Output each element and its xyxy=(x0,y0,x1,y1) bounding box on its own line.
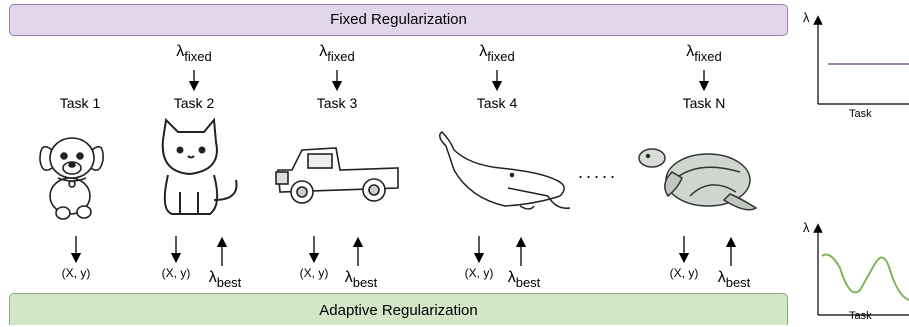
data-label: (X, y) xyxy=(61,266,91,280)
lambda-best-label: λbest xyxy=(344,269,378,291)
cat-icon xyxy=(161,117,238,215)
data-label: (X, y) xyxy=(161,266,191,280)
lambda-best-label: λbest xyxy=(208,269,242,291)
adaptive-lambda-plot xyxy=(813,223,909,316)
adaptive-plot-ylabel: λ xyxy=(803,220,810,235)
data-label: (X, y) xyxy=(299,266,329,280)
lambda-best-label: λbest xyxy=(717,269,751,291)
lambda-fixed-label: λfixed xyxy=(176,43,212,65)
lambda-best-label: λbest xyxy=(507,269,541,291)
data-label: (X, y) xyxy=(464,266,494,280)
lambda-fixed-label: λfixed xyxy=(319,43,355,65)
ellipsis: ..... xyxy=(578,162,619,182)
fixed-plot-xlabel: Task xyxy=(849,108,872,120)
task-label: Task 3 xyxy=(316,95,358,111)
fixed-lambda-plot xyxy=(813,15,909,105)
puppy-icon xyxy=(39,137,104,220)
whale-icon xyxy=(439,131,571,210)
sea-turtle-icon xyxy=(638,148,758,211)
task-label: Task 1 xyxy=(59,95,101,111)
pickup-truck-icon xyxy=(275,147,399,204)
adaptive-plot-xlabel: Task xyxy=(849,310,872,322)
data-label: (X, y) xyxy=(669,266,699,280)
fixed-regularization-banner: Fixed Regularization xyxy=(9,4,788,36)
fixed-plot-ylabel: λ xyxy=(803,10,810,25)
task-label: Task 2 xyxy=(173,95,215,111)
task-label: Task 4 xyxy=(476,95,518,111)
adaptive-lambda-curve xyxy=(821,253,909,301)
lambda-fixed-label: λfixed xyxy=(686,43,722,65)
lambda-fixed-label: λfixed xyxy=(479,43,515,65)
adaptive-regularization-banner: Adaptive Regularization xyxy=(9,293,788,325)
task-label: Task N xyxy=(682,95,726,111)
